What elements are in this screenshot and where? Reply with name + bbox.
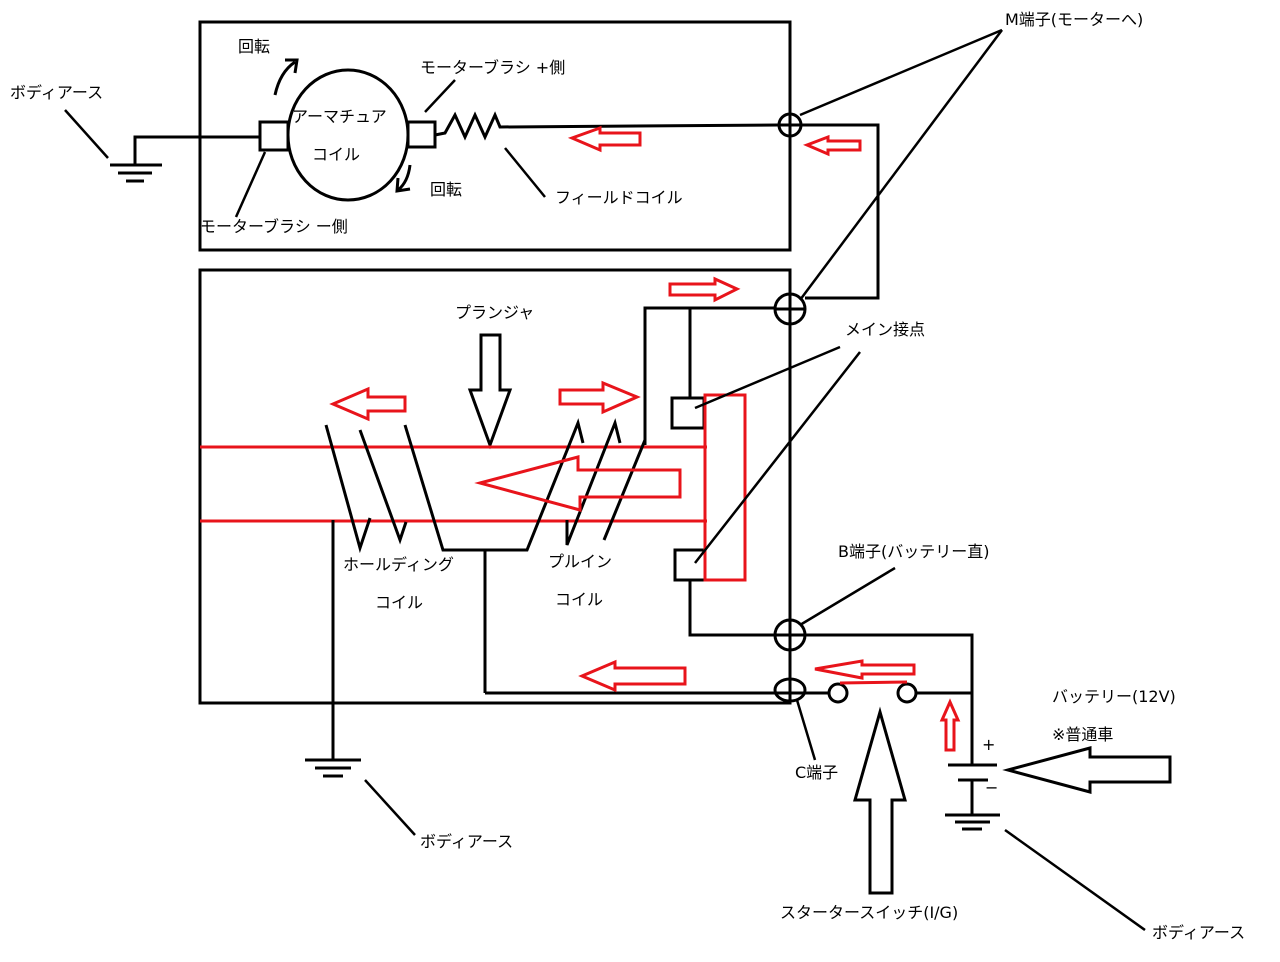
m-terminal-wire [801,123,880,300]
battery-label: バッテリー(12V) [1052,687,1176,706]
magnetic-switch-housing [198,268,792,705]
current-flow-arrow-icon [329,386,407,422]
holding-coil-icon [324,418,647,554]
current-flow-arrow-icon [803,134,862,157]
switch-closed-indicator [839,680,908,685]
current-flow-arrow-icon [939,698,961,752]
battery-plus-label: + [982,735,995,754]
holding-coil-label-2: コイル [375,593,423,612]
battery-icon [948,763,997,815]
body-earth-label: ボディアース [1152,923,1245,942]
brush-minus-label: モーターブラシ ー側 [200,217,348,236]
field-coil-icon [434,111,779,141]
armature-coil [286,68,410,202]
current-flow-arrow-icon [668,276,741,303]
body-earth-label: ボディアース [10,83,103,102]
starter-switch-arrow-icon [853,706,907,895]
plunger-label: プランジャ [455,303,534,322]
leader-lines [64,28,1146,932]
solenoid-ground-icon [305,520,361,778]
battery-pointer-arrow-icon [1002,746,1172,794]
armature-coil-label: コイル [312,145,360,164]
current-flow-arrow-icon [567,125,642,153]
motor-ground-icon [110,135,260,183]
rotation-arrow-icon [395,164,412,193]
battery-wire [805,633,974,765]
field-coil-label: フィールドコイル [555,188,683,207]
brush-plus-label: モーターブラシ +側 [420,58,565,77]
rotation-label: 回転 [430,180,462,199]
holding-coil-label: ホールディング [343,555,454,574]
battery-minus-label: − [985,778,998,797]
brush-minus [258,120,290,152]
plunger-arrow-icon [467,333,513,450]
m-terminal-label: M端子(モーターへ) [1005,10,1143,29]
plunger-pull-arrow-icon [474,455,682,512]
main-contact-wire [643,306,775,445]
armature-label: アーマチュア [292,107,387,126]
starter-switch-contact [896,682,918,704]
m-terminal-icon [777,112,803,138]
pullin-coil-label: プルイン [548,552,612,571]
rotation-arrow-icon [273,58,299,96]
b-terminal-label: B端子(バッテリー直) [838,542,989,561]
c-terminal-label: C端子 [795,763,838,782]
starter-switch-label: スタータースイッチ(I/G) [780,903,958,922]
rotation-label: 回転 [238,37,270,56]
battery-ground-icon [945,813,1000,831]
contact-plate [703,393,747,582]
current-flow-arrow-icon [558,380,641,415]
starter-switch-contact [827,682,849,704]
brush-plus [406,120,437,149]
main-contact-upper [670,396,706,430]
battery-note: ※普通車 [1052,725,1113,744]
current-flow-arrow-icon [578,659,687,693]
body-earth-label: ボディアース [420,832,513,851]
main-contact-label: メイン接点 [845,320,925,339]
pullin-coil-label-2: コイル [555,590,603,609]
current-flow-arrow-icon [814,659,916,680]
